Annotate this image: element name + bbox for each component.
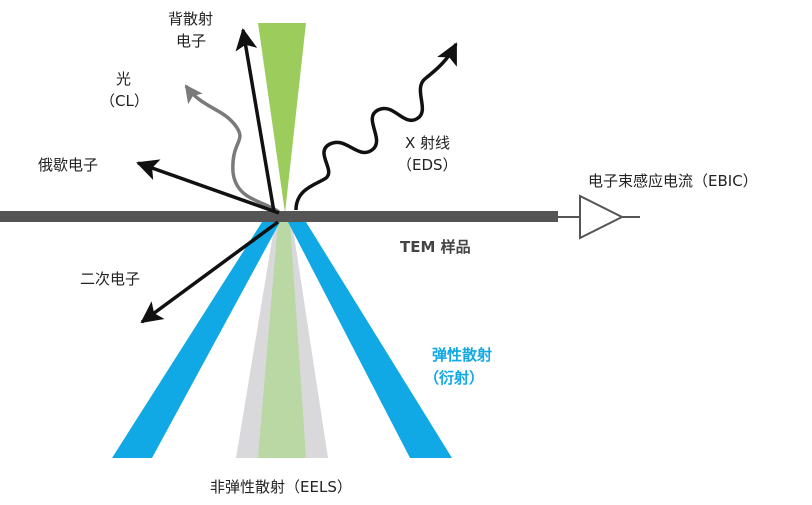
inelastic-label: 非弹性散射（EELS） (210, 478, 352, 496)
ebic-label: 电子束感应电流（EBIC） (588, 172, 758, 190)
sample-label: TEM 样品 (400, 238, 471, 256)
triangle-amplifier-icon (579, 194, 625, 240)
secondary-electron-arrow (140, 220, 280, 324)
elastic-label-line1: 弹性散射 (432, 346, 492, 364)
light-label-line2: （CL） (100, 92, 149, 110)
elastic-band-left (112, 222, 280, 458)
backscattered-arrow (235, 28, 276, 213)
secondary-electron-label: 二次电子 (80, 270, 140, 288)
light-signal-arrow (184, 84, 281, 214)
auger-arrow (136, 159, 280, 215)
elastic-band-right (288, 222, 452, 458)
xray-label-line2: （EDS） (397, 156, 458, 174)
backscattered-label-line1: 背散射 (168, 10, 213, 28)
elastic-label-line2: （衍射） (424, 369, 484, 387)
xray-arrow (294, 42, 458, 211)
incident-beam (258, 23, 306, 213)
xray-label-line1: X 射线 (405, 134, 450, 152)
backscattered-label-line2: 电子 (176, 32, 206, 50)
auger-label: 俄歇电子 (38, 156, 98, 174)
inelastic-core (258, 222, 306, 458)
tem-sample (0, 211, 558, 222)
light-label-line1: 光 (116, 70, 131, 88)
